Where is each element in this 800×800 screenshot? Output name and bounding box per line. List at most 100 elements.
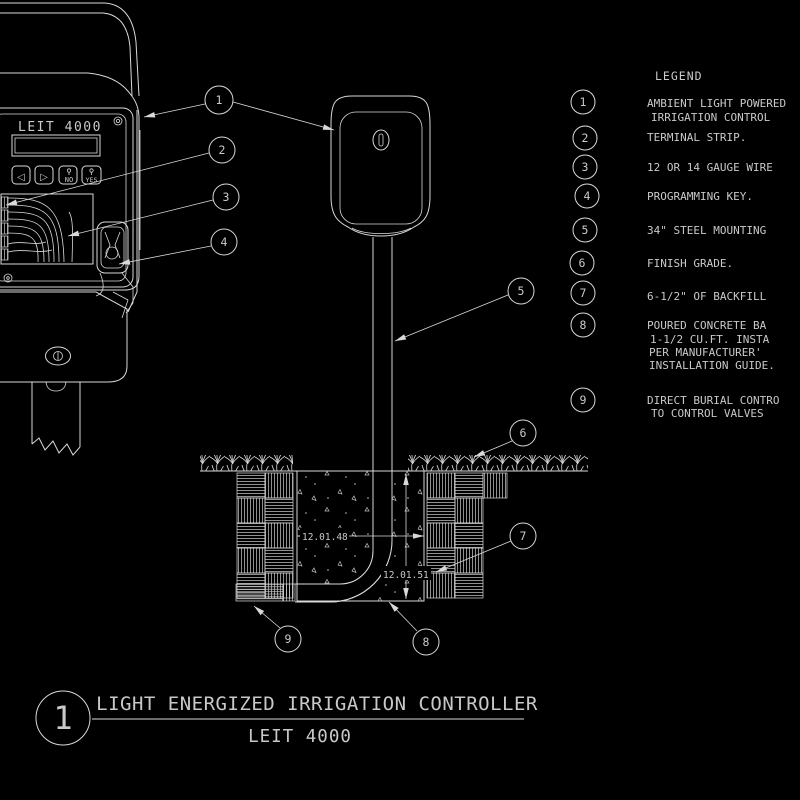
terminal-strip [0, 196, 9, 209]
button-row: ◁ ▷ NO YES [11, 165, 102, 185]
terminal-strip [0, 222, 9, 235]
width-dimension-text: 12.01.48 [302, 532, 348, 543]
callout-number: 9 [285, 632, 292, 646]
callout-leaders [5, 101, 513, 632]
legend-number: 8 [580, 318, 587, 332]
drawing-subtitle: LEIT 4000 [248, 727, 352, 747]
grass-right [408, 455, 588, 471]
device-model-label: LEIT 4000 [18, 120, 102, 135]
mounting-post [31, 381, 81, 456]
backfill-left [236, 472, 294, 599]
backfill-right [426, 472, 508, 599]
legend-bubble-1 [570, 89, 596, 115]
legend-text: 12 OR 14 GAUGE WIRE [647, 161, 773, 174]
terminal-compartment [0, 193, 94, 265]
no-button [58, 165, 78, 185]
keyhole-emblem-icon [372, 129, 390, 151]
terminal-strip [0, 248, 9, 261]
controller-face-plate [0, 107, 134, 288]
controller-lid [0, 2, 140, 97]
dimensions: 12.01.48 12.01.51 [297, 474, 431, 599]
yes-button [81, 165, 102, 185]
conduit-mask [295, 471, 392, 601]
right-arrow-button [34, 165, 54, 185]
legend: LEGEND 1 AMBIENT LIGHT POWERED IRRIGATIO… [569, 69, 786, 420]
legend-bubble-3 [572, 154, 598, 180]
callout-number: 7 [520, 529, 527, 543]
programming-key-receptacle [95, 221, 134, 319]
legend-bubble-5 [572, 217, 598, 243]
programming-key [104, 231, 111, 259]
legend-number: 4 [584, 189, 591, 203]
face-screw-icon [3, 273, 13, 283]
callout-number: 3 [223, 190, 230, 204]
legend-number: 6 [579, 256, 586, 270]
legend-text: AMBIENT LIGHT POWERED [647, 97, 786, 110]
legend-text: 34" STEEL MOUNTING [647, 224, 766, 237]
drawing-title: LIGHT ENERGIZED IRRIGATION CONTROLLER [96, 693, 538, 715]
callout-number: 2 [219, 143, 226, 157]
legend-number: 5 [582, 223, 589, 237]
legend-bubble-9 [570, 387, 596, 413]
no-button-label: NO [65, 176, 73, 184]
break-line [31, 437, 81, 456]
legend-number: 1 [580, 95, 587, 109]
legend-text: FINISH GRADE. [647, 257, 733, 270]
legend-bubble-6 [569, 250, 595, 276]
legend-text: TO CONTROL VALVES [651, 407, 764, 420]
legend-text: 1-1/2 CU.FT. INSTA [650, 333, 770, 346]
right-arrow-icon: ▷ [40, 172, 48, 183]
title-block: 1 LIGHT ENERGIZED IRRIGATION CONTROLLER … [35, 690, 538, 747]
legend-number: 3 [582, 160, 589, 174]
callout-number: 6 [520, 426, 527, 440]
legend-text: IRRIGATION CONTROL [651, 111, 771, 124]
legend-bubble-4 [574, 183, 600, 209]
callout-bubble-9 [274, 625, 302, 653]
left-arrow-button [11, 165, 31, 185]
keyhole-emblem-icon [45, 346, 71, 366]
legend-bubble-7 [570, 280, 596, 306]
detail-number-bubble [35, 690, 91, 746]
burial-wire-bundle [235, 583, 296, 602]
callout-bubble-8 [412, 628, 440, 656]
callout-bubble-7 [509, 522, 537, 550]
key-glyph-icon [66, 168, 72, 173]
controller-detail-view: LEIT 4000 ◁ ▷ NO YES [0, 2, 141, 456]
legend-text: INSTALLATION GUIDE. [649, 359, 775, 372]
callout-bubble-6 [509, 419, 537, 447]
legend-text: PER MANUFACTURER' [649, 346, 762, 359]
terminal-strip [0, 209, 9, 222]
callout-bubble-4 [210, 228, 238, 256]
callout-bubble-3 [212, 183, 240, 211]
elevation-controller-head [330, 95, 431, 237]
key-glyph-icon [89, 168, 94, 173]
gauge-wires [7, 197, 73, 263]
controller-body [0, 72, 141, 313]
legend-title: LEGEND [655, 69, 703, 83]
callout-number: 8 [423, 635, 430, 649]
detail-number: 1 [53, 699, 72, 737]
legend-text: TERMINAL STRIP. [647, 131, 746, 144]
callout-bubbles: 1 2 3 4 5 6 7 8 9 [204, 85, 537, 656]
callout-number: 1 [216, 93, 223, 107]
face-screw-icon [113, 116, 123, 126]
legend-bubble-2 [572, 125, 598, 151]
terminal-strip [0, 235, 9, 248]
callout-number: 4 [221, 235, 228, 249]
left-arrow-icon: ◁ [17, 172, 25, 183]
legend-text: PROGRAMMING KEY. [647, 190, 753, 203]
legend-bubble-8 [570, 312, 596, 338]
legend-number: 9 [580, 393, 587, 407]
legend-number: 2 [582, 131, 589, 145]
grass-left [200, 455, 293, 471]
legend-number: 7 [580, 286, 587, 300]
depth-dimension-text: 12.01.51 [383, 570, 429, 581]
callout-bubble-5 [507, 277, 535, 305]
legend-text: 6-1/2" OF BACKFILL [647, 290, 767, 303]
yes-button-label: YES [86, 176, 98, 184]
legend-text: POURED CONCRETE BA [647, 319, 767, 332]
callout-bubble-1 [204, 85, 234, 115]
legend-text: DIRECT BURIAL CONTRO [647, 394, 779, 407]
